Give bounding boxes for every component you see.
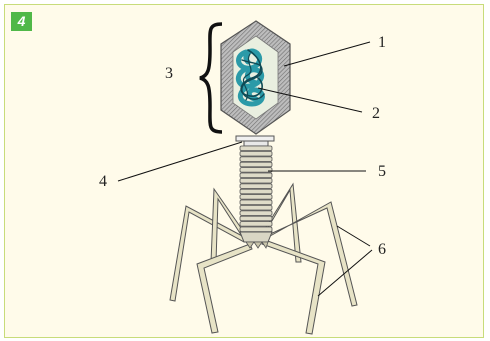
label-2: 2 bbox=[372, 105, 380, 122]
label-6: 6 bbox=[378, 241, 386, 258]
label-5: 5 bbox=[378, 163, 386, 180]
sheath-ring bbox=[240, 162, 272, 167]
leader-6a bbox=[337, 226, 370, 246]
sheath-ring bbox=[240, 211, 272, 216]
spikes bbox=[246, 242, 268, 248]
tail-fiber-front-right bbox=[262, 240, 325, 334]
sheath-ring bbox=[240, 195, 272, 200]
sheath-rings bbox=[240, 146, 272, 232]
sheath-ring bbox=[240, 146, 272, 151]
sheath-ring bbox=[240, 205, 272, 210]
leader-1 bbox=[284, 42, 370, 66]
sheath-ring bbox=[240, 173, 272, 178]
label-4: 4 bbox=[99, 173, 107, 190]
sheath-ring bbox=[240, 157, 272, 162]
base-plate bbox=[240, 232, 272, 242]
sheath-ring bbox=[240, 200, 272, 205]
tail-fiber-front-left bbox=[197, 244, 252, 333]
sheath-ring bbox=[240, 189, 272, 194]
sheath-ring bbox=[240, 151, 272, 156]
sheath-ring bbox=[240, 216, 272, 221]
capsid-head bbox=[221, 21, 290, 134]
sheath-ring bbox=[240, 184, 272, 189]
collar bbox=[236, 136, 274, 141]
sheath-ring bbox=[240, 222, 272, 227]
tail-fiber-far-right bbox=[263, 202, 357, 306]
leader-4 bbox=[118, 142, 242, 181]
label-3: 3 bbox=[165, 65, 173, 82]
head-brace bbox=[200, 24, 222, 132]
label-1: 1 bbox=[378, 34, 386, 51]
tail-sheath bbox=[236, 136, 274, 248]
sheath-ring bbox=[240, 178, 272, 183]
sheath-ring bbox=[240, 168, 272, 173]
sheath-ring bbox=[240, 227, 272, 232]
